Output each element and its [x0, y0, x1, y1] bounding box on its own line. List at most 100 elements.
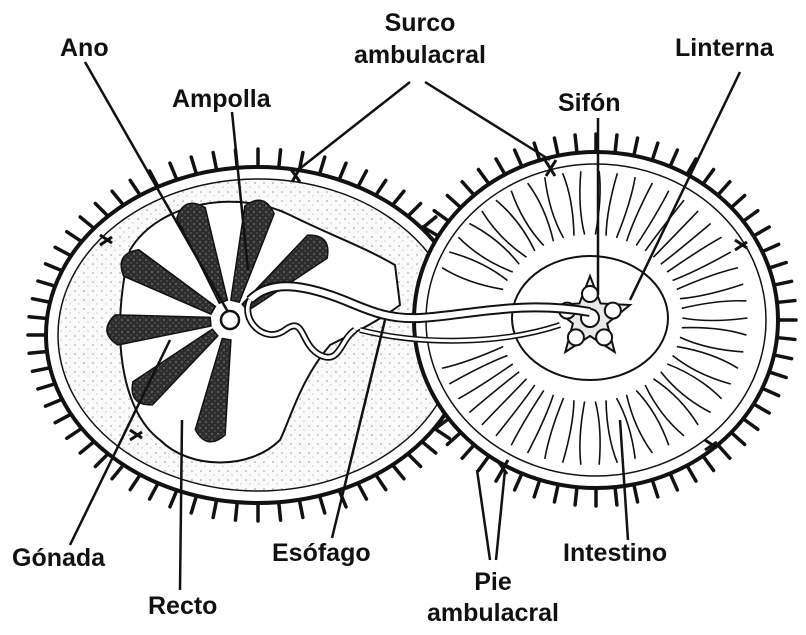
spine [762, 388, 778, 395]
spine [150, 483, 158, 499]
spine [615, 135, 617, 153]
spine [634, 138, 638, 156]
spine [32, 368, 50, 372]
leader-surco-right [425, 82, 550, 160]
label-recto: Recto [148, 593, 217, 620]
spine [774, 355, 792, 359]
spine [762, 244, 778, 251]
spine [754, 404, 770, 413]
spine [32, 299, 50, 303]
spine [462, 182, 474, 195]
spine [554, 138, 558, 156]
spine [130, 475, 140, 490]
spine [299, 500, 303, 518]
spine [95, 454, 108, 467]
spine [743, 419, 758, 430]
spine [731, 196, 744, 208]
spine [703, 456, 714, 471]
spine [279, 502, 281, 520]
label-intestino: Intestino [563, 540, 667, 567]
label-pie-line2: ambulacral [427, 600, 559, 627]
label-linterna: Linterna [675, 35, 774, 62]
spine [320, 157, 325, 174]
spine [376, 475, 386, 490]
spine [652, 480, 658, 497]
spine [55, 414, 71, 422]
spine [320, 496, 325, 513]
spine [279, 150, 281, 168]
spine [170, 163, 177, 180]
spine [339, 163, 346, 180]
spine [478, 456, 489, 471]
leader-pie-right [496, 470, 505, 560]
spine [170, 490, 177, 507]
spine [634, 484, 638, 502]
spine [447, 196, 460, 208]
spine [213, 500, 217, 518]
spine [38, 384, 55, 389]
label-surco-line1: Surco [385, 10, 456, 37]
spine [703, 170, 714, 185]
spine [112, 191, 123, 205]
spine [95, 203, 108, 216]
spine [777, 301, 795, 303]
label-sifon: Sifón [558, 90, 621, 117]
spine [235, 502, 237, 520]
lantern-tooth [596, 329, 612, 345]
spine [670, 150, 677, 166]
spine [777, 338, 795, 340]
spine [55, 247, 71, 255]
spine [408, 203, 421, 216]
lantern-tooth [605, 303, 621, 319]
spine [112, 465, 123, 479]
label-pie-line1: Pie [474, 569, 512, 596]
spine [670, 473, 677, 489]
spine [478, 170, 489, 185]
spine [769, 372, 786, 378]
leader-surco-left [298, 82, 410, 170]
label-ampolla: Ampolla [172, 86, 271, 113]
spine [67, 232, 82, 242]
spine [575, 487, 577, 505]
spine [38, 281, 55, 286]
spine [358, 171, 366, 187]
spine [731, 432, 744, 444]
spine [376, 180, 386, 195]
spine [754, 227, 770, 236]
spine [46, 399, 63, 406]
spine [687, 465, 696, 481]
label-esofago: Esófago [272, 540, 371, 567]
spine [575, 135, 577, 153]
spine [191, 157, 196, 174]
spine [515, 473, 522, 489]
spine [408, 454, 421, 467]
spine [554, 484, 558, 502]
spine [774, 281, 792, 285]
spine [130, 180, 140, 195]
spine [29, 351, 47, 353]
spine [422, 442, 436, 453]
lantern-tooth [582, 286, 598, 302]
spine [652, 143, 658, 160]
spine [392, 191, 403, 205]
spine [462, 445, 474, 458]
leader-pie-left [477, 470, 490, 560]
spine [534, 480, 540, 497]
spine [434, 428, 449, 438]
spine [496, 159, 505, 175]
spine [80, 217, 94, 228]
spine [29, 317, 47, 319]
spine [67, 428, 82, 438]
spine [392, 465, 403, 479]
spine [769, 263, 786, 269]
label-gonada: Gónada [12, 545, 105, 572]
anus-opening [221, 311, 239, 329]
spine [515, 150, 522, 166]
spine [718, 182, 730, 195]
spine [718, 445, 730, 458]
spine [46, 264, 63, 271]
label-surco-line2: ambulacral [354, 42, 486, 69]
spine [615, 487, 617, 505]
lantern-tooth [568, 329, 584, 345]
